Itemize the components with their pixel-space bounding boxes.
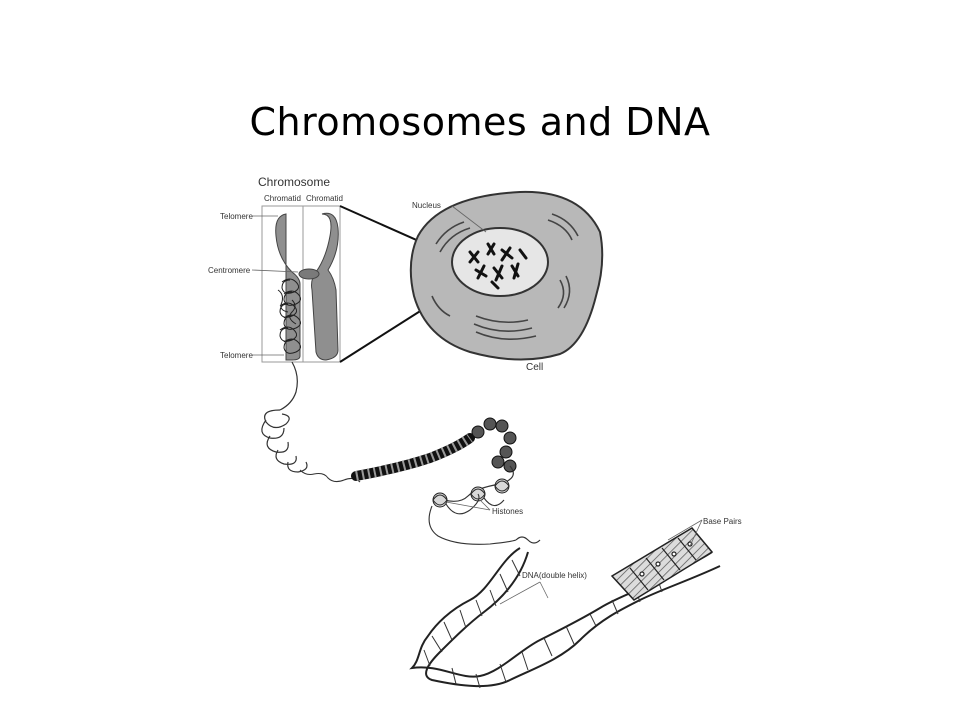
chromatin-fiber — [261, 361, 517, 502]
cell-illustration: Nucleus Cell — [409, 190, 604, 373]
chromatid-left-label: Chromatid — [264, 194, 301, 203]
chromatid-left — [275, 213, 301, 361]
histones-label: Histones — [492, 507, 523, 516]
helix-rungs — [423, 559, 663, 689]
base-pairs-label: Base Pairs — [703, 517, 742, 526]
nucleus-label: Nucleus — [412, 201, 441, 210]
chromosome-panel: Chromosome Chromatid Chromatid Telomere … — [208, 175, 343, 363]
histone-strand — [428, 505, 517, 545]
chromosome-frame — [261, 205, 341, 363]
nucleus-chromosomes — [468, 242, 528, 290]
open-coil — [261, 409, 308, 473]
solenoid — [351, 433, 475, 481]
nucleus-leader — [451, 205, 487, 233]
strand-connector — [279, 361, 298, 411]
centromere-pinch — [298, 268, 320, 280]
tight-coil — [299, 469, 361, 483]
nucleosome-loops — [471, 417, 517, 473]
cell-label: Cell — [526, 362, 543, 373]
histone-3 — [494, 478, 510, 494]
telomere-bottom-label: Telomere — [220, 351, 253, 360]
coiled-chromatin — [277, 278, 302, 354]
chromatid-right — [311, 212, 339, 361]
centromere-leader — [251, 269, 299, 273]
histone-1 — [432, 492, 448, 508]
base-pair-ribbon — [610, 527, 714, 601]
helix-strand-b — [425, 551, 721, 688]
histones: Histones — [428, 478, 523, 545]
slide-title: Chromosomes and DNA — [249, 100, 711, 144]
endoplasmic-reticulum — [431, 213, 579, 340]
telomere-top-label: Telomere — [220, 212, 253, 221]
dna-label: DNA(double helix) — [522, 571, 587, 580]
chromatid-right-label: Chromatid — [306, 194, 343, 203]
dna-double-helix: DNA(double helix) Base Pairs — [409, 517, 742, 689]
centromere-label: Centromere — [208, 266, 251, 275]
nucleus — [451, 227, 549, 297]
base-pair-marks — [629, 537, 697, 591]
chromosome-label: Chromosome — [258, 175, 330, 189]
